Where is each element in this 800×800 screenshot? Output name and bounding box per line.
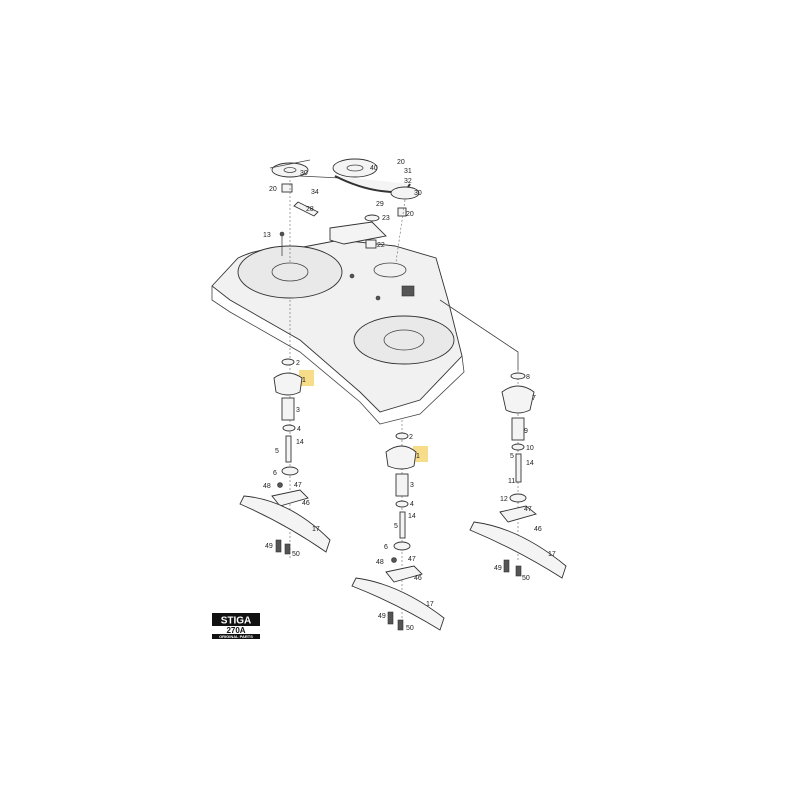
- part-label: 48: [263, 483, 271, 490]
- part-label: 50: [292, 551, 300, 558]
- part-label: 30: [414, 190, 422, 197]
- part-label: 4: [410, 501, 414, 508]
- belt-assembly: [269, 158, 420, 263]
- part-label: 22: [377, 242, 385, 249]
- part-label: 49: [265, 543, 273, 550]
- part-label: 28: [306, 206, 314, 213]
- part-label: 47: [408, 556, 416, 563]
- part-label: 17: [426, 601, 434, 608]
- part-label: 46: [534, 526, 542, 533]
- stiga-logo: STIGA 270A ORIGINAL PARTS: [212, 613, 260, 639]
- part-label: 4: [297, 426, 301, 433]
- part-label: 6: [273, 470, 277, 477]
- part-label: 1: [302, 377, 306, 384]
- part-label: 23: [382, 215, 390, 222]
- part-label: 2: [296, 360, 300, 367]
- left-spindle: [239, 300, 331, 560]
- part-label: 49: [378, 613, 386, 620]
- logo-brand: STIGA: [221, 616, 252, 627]
- center-labels: 2 1 3 4 5 14 6 47 48 46 17 49 50: [376, 434, 434, 632]
- part-label: 5: [275, 448, 279, 455]
- part-label: 5: [394, 523, 398, 530]
- part-label: 32: [404, 178, 412, 185]
- mower-deck: [211, 239, 465, 425]
- part-label: 14: [408, 513, 416, 520]
- part-label: 29: [376, 201, 384, 208]
- part-label: 40: [370, 165, 378, 172]
- part-label: 2: [409, 434, 413, 441]
- top-labels: 30 20 34 28 40 20 31 32 30 29 23 20 22 1…: [263, 159, 422, 249]
- part-label: 17: [312, 526, 320, 533]
- part-label: 20: [269, 186, 277, 193]
- part-label: 13: [263, 232, 271, 239]
- part-label: 3: [296, 407, 300, 414]
- part-label: 14: [296, 439, 304, 446]
- part-label: 46: [414, 575, 422, 582]
- part-label: 50: [522, 575, 530, 582]
- part-label: 14: [526, 460, 534, 467]
- part-label: 8: [526, 374, 530, 381]
- part-label: 3: [410, 482, 414, 489]
- part-label: 7: [532, 395, 536, 402]
- part-label: 10: [526, 445, 534, 452]
- part-label: 11: [508, 478, 515, 485]
- logo-model: 270A: [226, 626, 245, 635]
- part-label: 20: [397, 159, 405, 166]
- part-label: 50: [406, 625, 414, 632]
- part-label: 20: [406, 211, 414, 218]
- right-spindle: [439, 299, 567, 579]
- center-spindle: [351, 420, 445, 631]
- part-label: 49: [494, 565, 502, 572]
- part-label: 31: [404, 168, 412, 175]
- part-label: 47: [524, 506, 532, 513]
- logo-tagline: ORIGINAL PARTS: [219, 634, 253, 639]
- part-label: 5: [510, 453, 514, 460]
- part-label: 47: [294, 482, 302, 489]
- part-label: 46: [302, 500, 310, 507]
- right-labels: 8 7 9 10 5 14 11 12 47 46 17 49 50: [494, 374, 556, 582]
- part-label: 9: [524, 428, 528, 435]
- part-label: 34: [311, 189, 319, 196]
- left-labels: 2 1 3 4 5 14 6 47 48 46 17 49 50: [263, 360, 320, 558]
- part-label: 30: [300, 170, 308, 177]
- part-label: 6: [384, 544, 388, 551]
- part-label: 48: [376, 559, 384, 566]
- part-label: 12: [500, 496, 508, 503]
- part-label: 17: [548, 551, 556, 558]
- part-label: 1: [416, 453, 420, 460]
